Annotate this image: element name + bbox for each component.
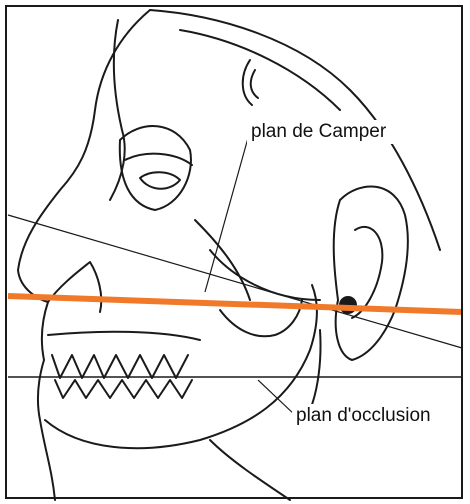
diagram-frame — [5, 5, 463, 499]
